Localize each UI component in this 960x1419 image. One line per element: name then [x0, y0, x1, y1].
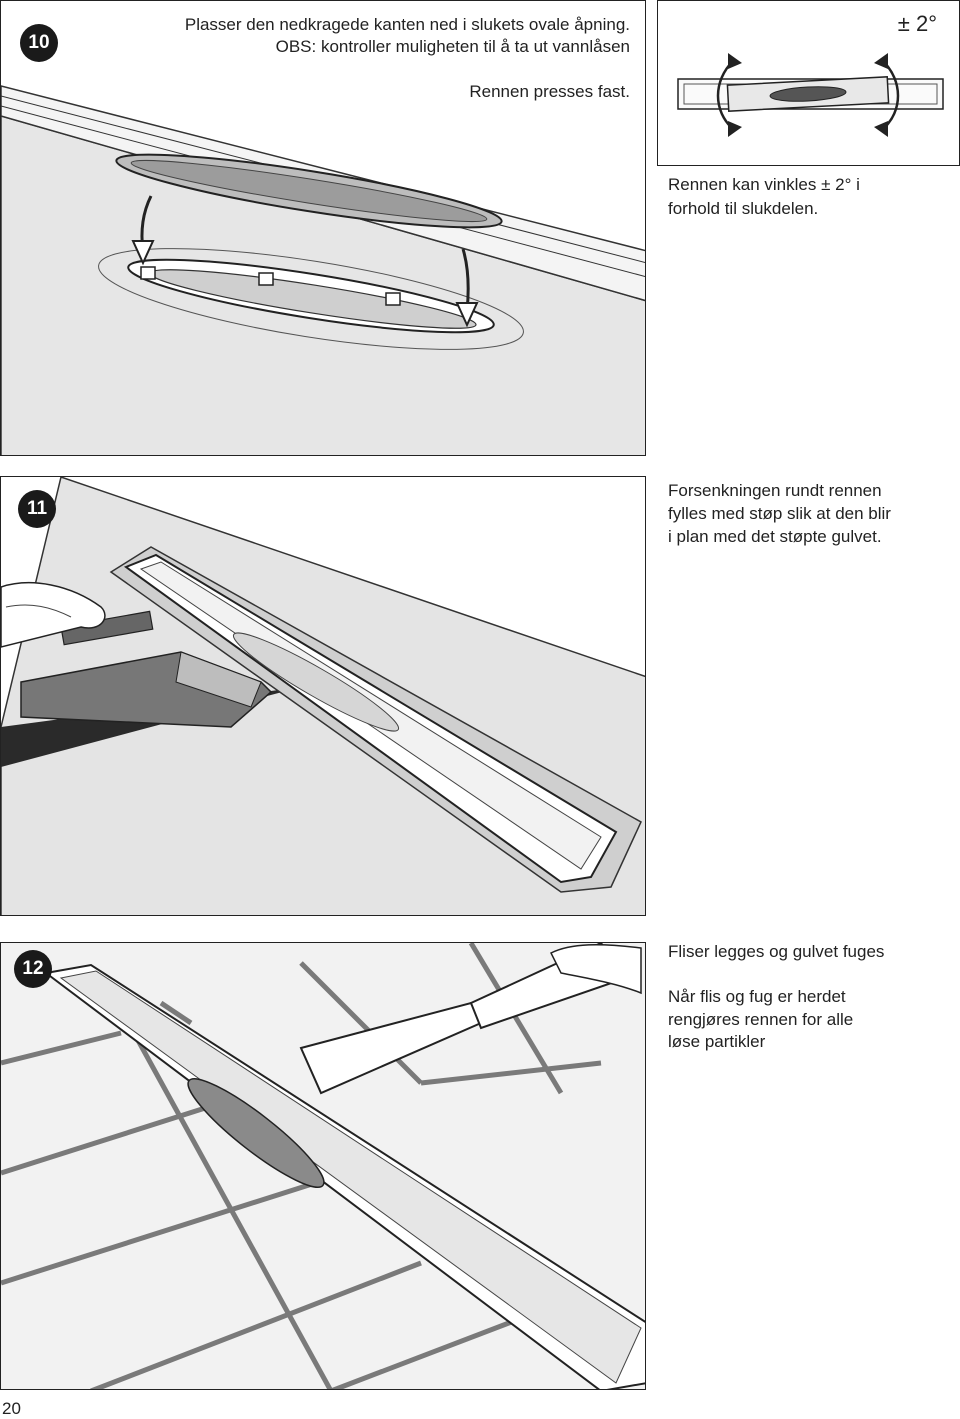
step10-instruction-line3: Rennen presses fast.	[469, 82, 630, 101]
step10-angle-note-line2: forhold til slukdelen.	[668, 199, 819, 218]
step11-instruction-line3: i plan med det støpte gulvet.	[668, 527, 882, 546]
step11-badge: 11	[18, 490, 56, 528]
step10-angle-note-line1: Rennen kan vinkles ± 2° i	[668, 175, 860, 194]
step12-illustration-panel	[0, 942, 646, 1390]
angle-detail-illustration	[677, 53, 944, 137]
step12-instruction-line4: løse partikler	[668, 1032, 766, 1051]
step11-illustration-panel	[0, 476, 646, 916]
step10-instruction-line2: OBS: kontroller muligheten til å ta ut v…	[275, 37, 630, 56]
angle-label: ± 2°	[897, 11, 937, 36]
step10-illustration-panel	[0, 0, 646, 456]
step12-instruction-line1: Fliser legges og gulvet fuges	[668, 942, 885, 961]
grout-filling-illustration	[1, 477, 645, 915]
angle-detail-panel: ± 2°	[657, 0, 960, 166]
tiled-floor-cleaning-illustration	[1, 943, 645, 1389]
drain-insertion-illustration	[1, 85, 645, 455]
page-number: 20	[2, 1399, 21, 1418]
step12-badge: 12	[14, 950, 52, 988]
step10-instruction-line1: Plasser den nedkragede kanten ned i sluk…	[184, 15, 630, 34]
step12-instruction-line2: Når flis og fug er herdet	[668, 987, 846, 1006]
step10-badge: 10	[20, 24, 58, 62]
step11-instruction-line1: Forsenkningen rundt rennen	[668, 481, 882, 500]
step12-instruction-line3: rengjøres rennen for alle	[668, 1010, 854, 1029]
step11-instruction-line2: fylles med støp slik at den blir	[668, 504, 891, 523]
